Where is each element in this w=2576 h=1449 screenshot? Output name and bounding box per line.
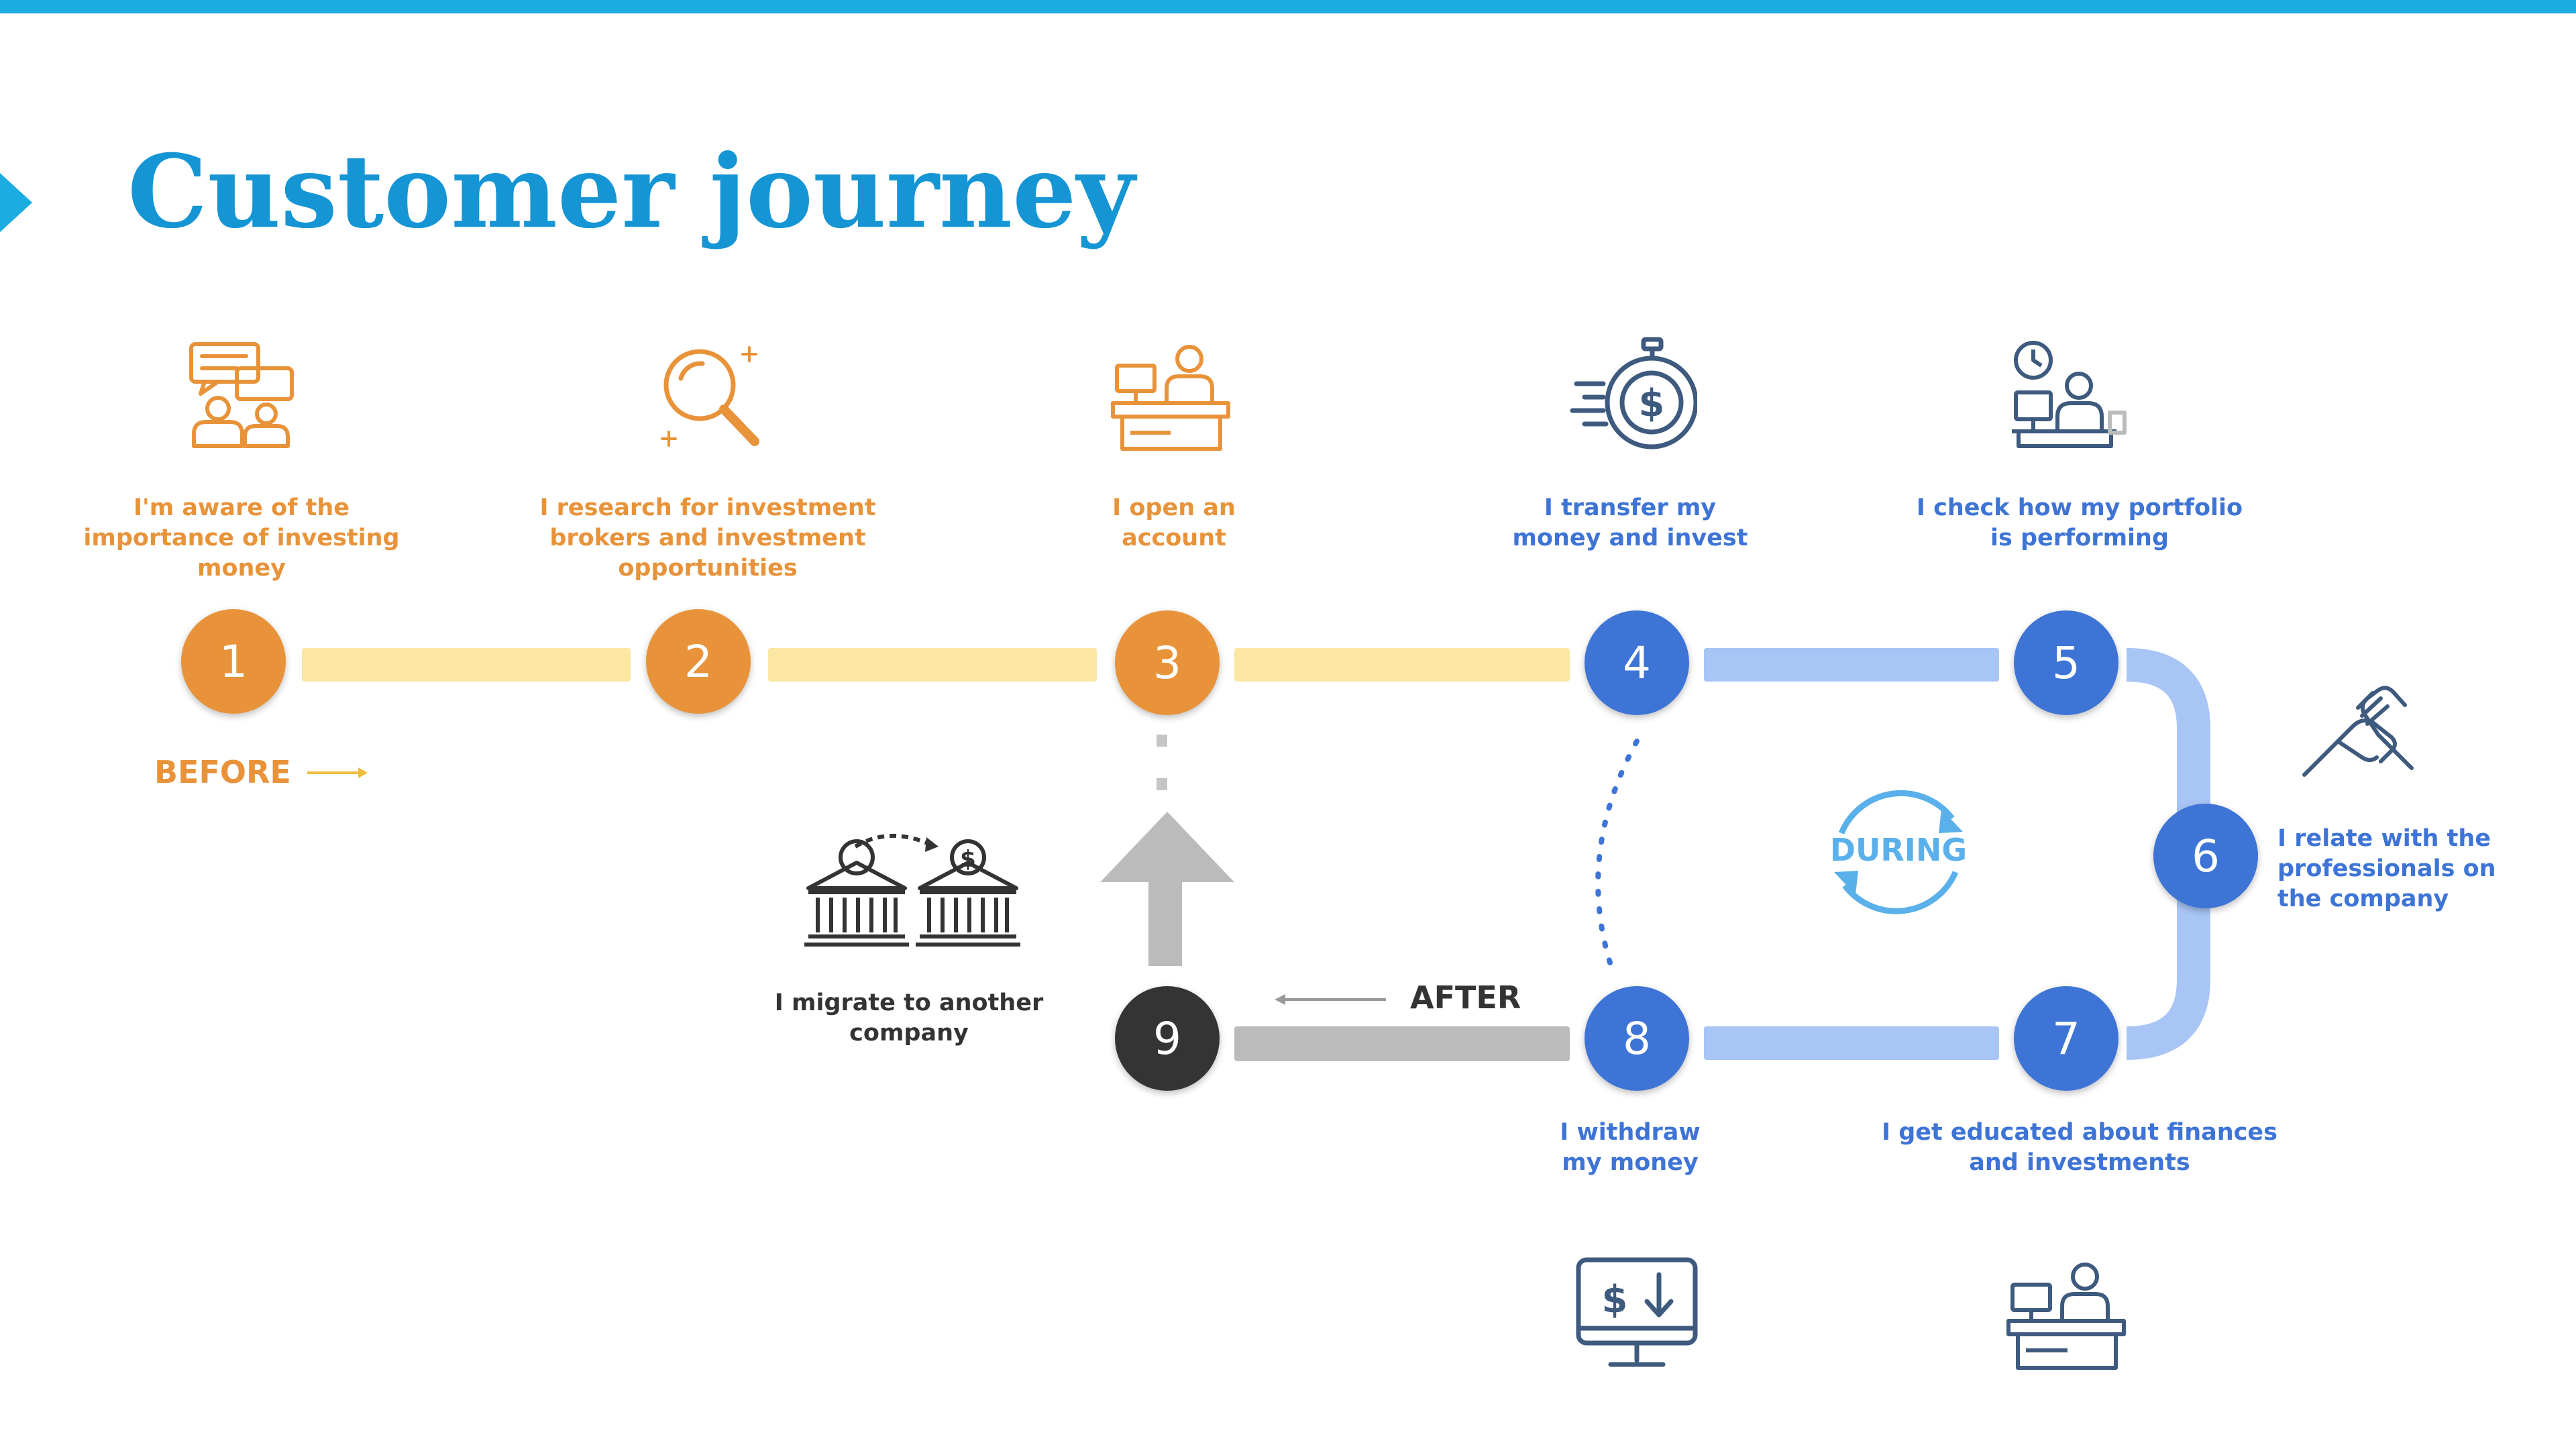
svg-text:$: $ (960, 846, 976, 873)
desk-clerk-icon (1111, 345, 1230, 451)
phase-during-label: DURING (1829, 832, 1968, 868)
step-3-circle: 3 (1115, 610, 1220, 715)
step-6-circle: 6 (2153, 804, 2258, 908)
step-5-circle: 5 (2014, 610, 2118, 715)
track-8-7 (1704, 1026, 1999, 1060)
before-arrow-icon (307, 767, 368, 778)
title-marker-icon (0, 173, 32, 232)
step-2-circle: 2 (646, 609, 751, 714)
svg-text:$: $ (1639, 382, 1665, 425)
person-computer-clock-icon (2012, 341, 2127, 448)
step-7-circle: 7 (2014, 986, 2118, 1091)
page-title: Customer journey (127, 133, 1135, 251)
svg-text:$: $ (1602, 1278, 1628, 1322)
desk-advisor-icon (2006, 1263, 2126, 1370)
track-2-3 (768, 648, 1097, 682)
stopwatch-dollar-icon: $ (1570, 337, 1697, 449)
dotted-connector (1595, 739, 1640, 965)
track-9-8 (1234, 1026, 1570, 1061)
banks-transfer-icon: $ (804, 833, 1020, 947)
conversation-icon (189, 342, 294, 448)
track-1-2 (302, 648, 631, 682)
step-9-circle: 9 (1115, 986, 1220, 1091)
monitor-withdraw-icon: $ (1576, 1257, 1698, 1367)
after-arrow-icon (1275, 994, 1386, 1005)
top-accent-bar (0, 0, 2576, 13)
up-arrow-icon (1100, 735, 1234, 966)
step-1-circle: 1 (181, 609, 286, 714)
phase-before-label: BEFORE (154, 754, 291, 790)
phase-after-label: AFTER (1410, 979, 1521, 1016)
handshake-icon (2302, 686, 2414, 777)
cycle-arrows-icon (1834, 790, 1963, 914)
track-3-4 (1234, 648, 1570, 682)
step-8-circle: 8 (1585, 986, 1689, 1091)
track-4-5 (1704, 648, 1999, 682)
magnifier-icon (661, 346, 759, 447)
step-4-circle: 4 (1585, 610, 1689, 715)
